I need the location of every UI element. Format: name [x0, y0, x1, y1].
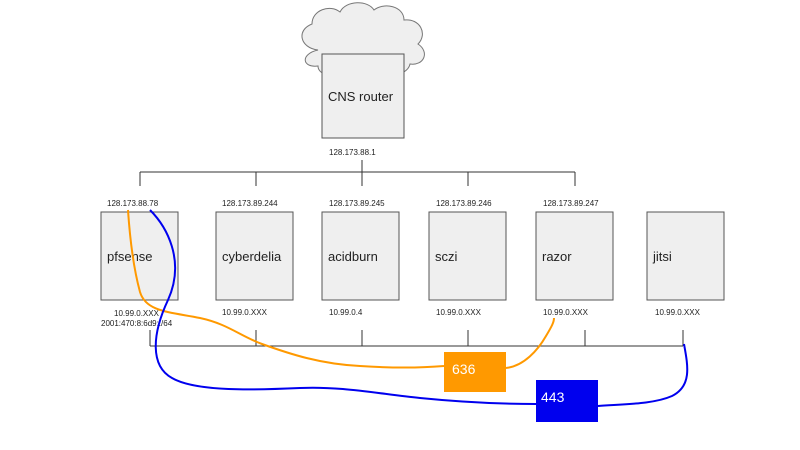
sczi-label: sczi [435, 249, 458, 264]
cyberdelia-private-ip: 10.99.0.XXX [222, 308, 268, 317]
router-box [321, 53, 405, 139]
port-443-box [536, 380, 598, 422]
cyberdelia-label: cyberdelia [222, 249, 282, 264]
jitsi-label: jitsi [652, 249, 672, 264]
jitsi-private-ip: 10.99.0.XXX [655, 308, 701, 317]
pfsense-box [100, 211, 179, 301]
port-636-box [444, 352, 506, 392]
cyberdelia-public-ip: 128.173.89.244 [222, 199, 278, 208]
cyberdelia-box [215, 211, 294, 301]
razor-private-ip: 10.99.0.XXX [543, 308, 589, 317]
acidburn-label: acidburn [328, 249, 378, 264]
acidburn-private-ip: 10.99.0.4 [329, 308, 363, 317]
sczi-box [428, 211, 507, 301]
razor-public-ip: 128.173.89.247 [543, 199, 599, 208]
pfsense-ipv6: 2001:470:8:6d9::/64 [101, 319, 173, 328]
port-443-path-right [597, 343, 689, 407]
sczi-public-ip: 128.173.89.246 [436, 199, 492, 208]
pfsense-private-ip: 10.99.0.XXX [114, 309, 160, 318]
sczi-private-ip: 10.99.0.XXX [436, 308, 482, 317]
jitsi-box [646, 211, 725, 301]
razor-box [535, 211, 614, 301]
port-443-path [149, 209, 537, 405]
razor-label: razor [542, 249, 572, 264]
pfsense-label: pfsense [107, 249, 153, 264]
port-636-label: 636 [452, 361, 476, 377]
port-443-label: 443 [541, 389, 565, 405]
router-label: CNS router [328, 89, 394, 104]
acidburn-public-ip: 128.173.89.245 [329, 199, 385, 208]
pfsense-public-ip: 128.173.88.78 [107, 199, 159, 208]
port-636-path [127, 209, 445, 369]
router-ip: 128.173.88.1 [329, 148, 376, 157]
acidburn-box [321, 211, 400, 301]
port-636-path-right [505, 317, 555, 369]
